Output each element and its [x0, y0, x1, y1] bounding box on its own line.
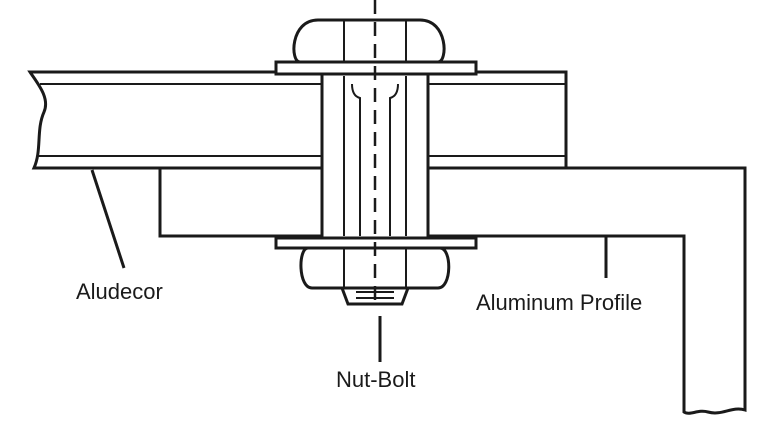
- aludecor-label: Aludecor: [76, 279, 163, 304]
- bolt-head: [292, 18, 446, 64]
- aludecor-leader: [90, 169, 126, 269]
- aludecor-panel: [27, 70, 568, 170]
- aluminum-profile: [158, 166, 747, 415]
- nut-bolt-assembly: [274, 0, 478, 306]
- nut-bolt-label: Nut-Bolt: [336, 367, 415, 392]
- aluminum-profile-label: Aluminum Profile: [476, 290, 642, 315]
